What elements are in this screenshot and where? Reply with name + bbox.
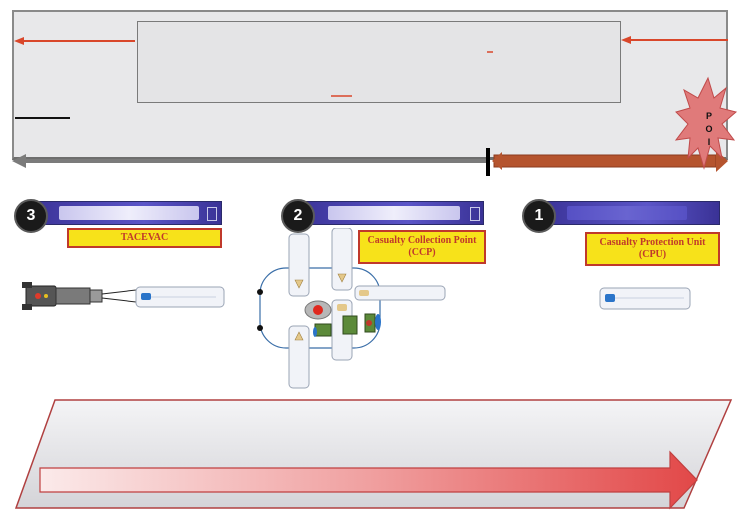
wheel-icon: [375, 314, 381, 330]
vehicle-icon: [22, 282, 103, 310]
phase-bar-2: [295, 201, 484, 225]
timeline-panel: [14, 399, 733, 510]
node-marker: [257, 325, 263, 331]
phase-label-2: Casualty Collection Point (CCP): [358, 230, 486, 264]
phase-bar-3: [28, 201, 222, 225]
poi-label: P O I: [699, 110, 719, 149]
phase-badge-1: 1: [522, 199, 556, 233]
phase-badge-2: 2: [281, 199, 315, 233]
litter-icon: [288, 233, 310, 297]
node-marker: [257, 289, 263, 295]
litter-icon: [331, 299, 353, 361]
litter-icon: [354, 285, 446, 301]
left-direction-arrow-icon: [14, 37, 135, 45]
litter-icon: [331, 228, 353, 291]
litter-icon: [599, 287, 691, 310]
road-overlay: [12, 36, 738, 176]
litter-icon: [135, 286, 225, 308]
phase-badge-3: 3: [14, 199, 48, 233]
phase-label-line: Casualty Protection Unit: [599, 237, 706, 248]
wheel-icon: [313, 327, 317, 337]
phase-bar-1: [538, 201, 720, 225]
poi-letter: O: [705, 124, 713, 134]
grey-direction-arrow-icon: [12, 154, 490, 168]
litter-icon: [288, 325, 310, 389]
casualty-icon: [304, 300, 332, 320]
poi-star-icon: [674, 76, 738, 170]
road-inner-area: [137, 21, 621, 103]
right-direction-arrow-icon: [621, 36, 728, 44]
cpu-graphic: [599, 287, 691, 310]
poi-letter: I: [707, 137, 711, 147]
progress-arrow-icon: [39, 450, 698, 510]
phase-label-line: Casualty Collection Point: [367, 235, 477, 246]
phase-label-line: (CPU): [638, 249, 667, 260]
phase-label-line: TACEVAC: [120, 232, 169, 243]
phase-label-1: Casualty Protection Unit (CPU): [585, 232, 720, 266]
medic-icon: [314, 313, 376, 337]
poi-letter: P: [705, 111, 712, 121]
phase-label-line: (CCP): [408, 247, 436, 258]
ccp-graphic: [257, 228, 446, 389]
tacevac-graphic: [22, 282, 225, 310]
phase-label-3: TACEVAC: [67, 228, 222, 248]
